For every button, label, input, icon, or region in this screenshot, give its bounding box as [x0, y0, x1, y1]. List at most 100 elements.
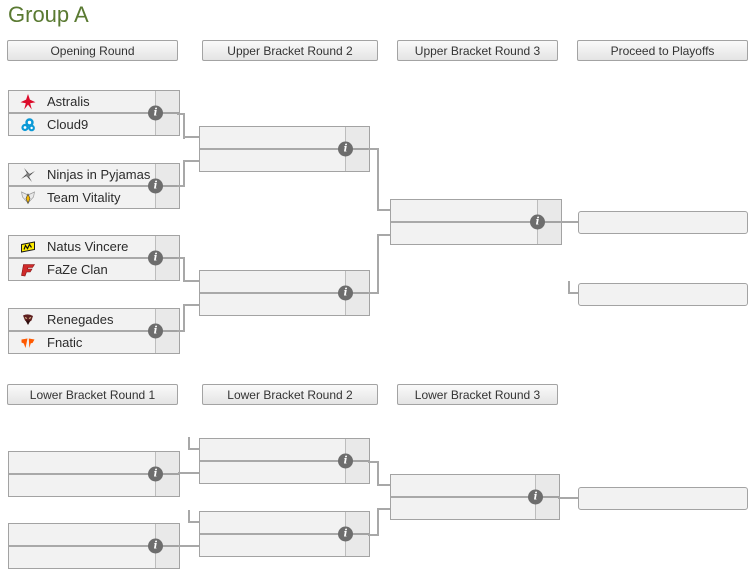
team-row-empty	[200, 512, 369, 535]
match-info-icon[interactable]: i	[148, 538, 163, 554]
info-glyph: i	[153, 468, 158, 480]
bracket-connector	[177, 257, 185, 259]
team-name: Natus Vincere	[47, 239, 129, 254]
upper-bracket-round-2-match-1: i	[199, 126, 370, 172]
info-glyph: i	[153, 540, 158, 552]
team-row-astralis[interactable]: Astralis	[9, 91, 179, 114]
lower-bracket-round-3-match: i	[390, 474, 560, 520]
round-header-lower-bracket-round-3: Lower Bracket Round 3	[397, 384, 558, 405]
bracket-connector	[177, 330, 185, 332]
match-navi-vs-faze: Natus Vincere FaZe Clan i	[8, 235, 180, 281]
team-row-team-vitality[interactable]: Team Vitality	[9, 187, 179, 208]
bracket-connector	[568, 292, 578, 294]
bracket-connector	[377, 234, 390, 236]
bracket-connector	[188, 448, 199, 450]
match-info-icon[interactable]: i	[528, 489, 543, 505]
info-glyph: i	[343, 455, 348, 467]
upper-bracket-round-2-match-2: i	[199, 270, 370, 316]
bracket-connector	[183, 113, 185, 139]
team-row-empty	[391, 200, 561, 223]
bracket-connector	[188, 510, 190, 523]
info-glyph: i	[343, 528, 348, 540]
lower-bracket-round-2-match-1: i	[199, 438, 370, 484]
match-info-icon[interactable]: i	[338, 285, 353, 301]
bracket-connector	[568, 281, 570, 294]
bracket-connector	[368, 292, 378, 294]
info-glyph: i	[343, 143, 348, 155]
upper-bracket-round-3-match: i	[390, 199, 562, 245]
round-header-lower-bracket-round-1: Lower Bracket Round 1	[7, 384, 178, 405]
fnatic-logo	[9, 335, 47, 351]
match-renegades-vs-fnatic: Renegades Fnatic i	[8, 308, 180, 354]
cloud9-logo	[9, 117, 47, 133]
renegades-logo	[9, 312, 47, 328]
upper-bracket-winner-playoff-slot	[578, 211, 748, 234]
bracket-connector	[368, 534, 378, 536]
bracket-connector	[177, 113, 185, 115]
bracket-connector	[377, 461, 379, 485]
team-name: FaZe Clan	[47, 262, 108, 277]
team-name: Fnatic	[47, 335, 83, 350]
bracket-connector	[183, 160, 199, 162]
match-info-icon[interactable]: i	[148, 466, 163, 482]
bracket-connector	[178, 472, 199, 474]
match-info-icon[interactable]: i	[338, 453, 353, 469]
bracket-connector	[178, 545, 199, 547]
info-glyph: i	[535, 216, 540, 228]
bracket-connector	[188, 437, 190, 450]
match-info-icon[interactable]: i	[338, 141, 353, 157]
team-row-empty	[9, 452, 179, 475]
team-name: Ninjas in Pyjamas	[47, 167, 151, 182]
team-row-cloud9[interactable]: Cloud9	[9, 114, 179, 135]
team-row-fnatic[interactable]: Fnatic	[9, 332, 179, 353]
bracket-connector	[377, 209, 390, 211]
bracket-connector	[183, 160, 185, 187]
bracket-connector	[183, 257, 185, 282]
team-name: Team Vitality	[47, 190, 121, 205]
match-info-icon[interactable]: i	[148, 105, 163, 121]
team-name: Astralis	[47, 94, 90, 109]
match-astralis-vs-cloud9: Astralis Cloud9 i	[8, 90, 180, 136]
faze-clan-logo	[9, 262, 47, 278]
bracket-connector	[177, 185, 185, 187]
ninjas-in-pyjamas-logo	[9, 167, 47, 183]
match-info-icon[interactable]: i	[148, 250, 163, 266]
team-row-empty	[200, 271, 369, 294]
match-nip-vs-vitality: Ninjas in Pyjamas Team Vitality i	[8, 163, 180, 209]
info-glyph: i	[153, 252, 158, 264]
round-header-upper-bracket-round-3: Upper Bracket Round 3	[397, 40, 558, 61]
bracket-connector	[183, 304, 185, 332]
team-name: Cloud9	[47, 117, 89, 132]
bracket-connector	[183, 136, 199, 138]
match-info-icon[interactable]: i	[530, 214, 545, 230]
lower-bracket-round-2-match-2: i	[199, 511, 370, 557]
team-row-ninjas-in-pyjamas[interactable]: Ninjas in Pyjamas	[9, 164, 179, 187]
info-glyph: i	[153, 107, 158, 119]
info-glyph: i	[343, 287, 348, 299]
round-header-opening-round: Opening Round	[7, 40, 178, 61]
team-vitality-logo	[9, 190, 47, 206]
team-row-natus-vincere[interactable]: Natus Vincere	[9, 236, 179, 259]
match-info-icon[interactable]: i	[148, 323, 163, 339]
team-row-faze-clan[interactable]: FaZe Clan	[9, 259, 179, 280]
match-info-icon[interactable]: i	[148, 178, 163, 194]
team-row-renegades[interactable]: Renegades	[9, 309, 179, 332]
round-header-lower-bracket-round-2: Lower Bracket Round 2	[202, 384, 378, 405]
second-playoff-slot	[578, 283, 748, 306]
team-row-empty	[200, 127, 369, 150]
match-info-icon[interactable]: i	[338, 526, 353, 542]
astralis-logo	[9, 93, 47, 110]
round-header-upper-bracket-round-2: Upper Bracket Round 2	[202, 40, 378, 61]
round-header-proceed-to-playoffs: Proceed to Playoffs	[577, 40, 748, 61]
bracket-connector	[377, 508, 390, 510]
team-name: Renegades	[47, 312, 114, 327]
lower-bracket-round-1-match-2: i	[8, 523, 180, 569]
bracket-connector	[377, 484, 390, 486]
bracket-connector	[558, 497, 578, 499]
bracket-connector	[183, 280, 199, 282]
natus-vincere-logo	[9, 239, 47, 255]
info-glyph: i	[533, 491, 538, 503]
bracket-connector	[368, 148, 378, 150]
team-row-empty	[9, 524, 179, 547]
